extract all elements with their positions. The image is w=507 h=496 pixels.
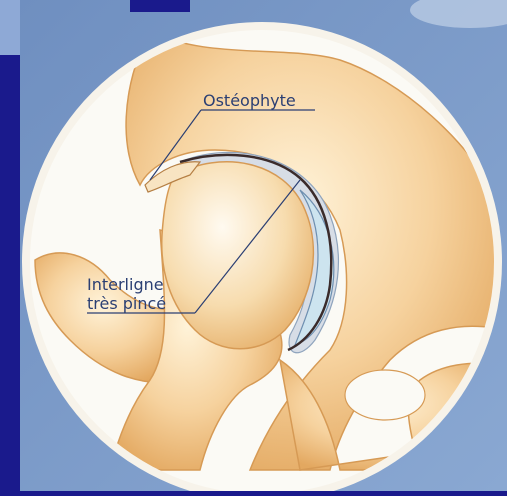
- slide-top-tab: [130, 0, 190, 12]
- interligne-label-line2: très pincé: [87, 294, 166, 313]
- slide-corner-band: [0, 0, 20, 55]
- osteophyte-label: Ostéophyte: [203, 91, 296, 110]
- obturator-foramen: [345, 370, 425, 420]
- interligne-label-line1: Interligne: [87, 275, 164, 294]
